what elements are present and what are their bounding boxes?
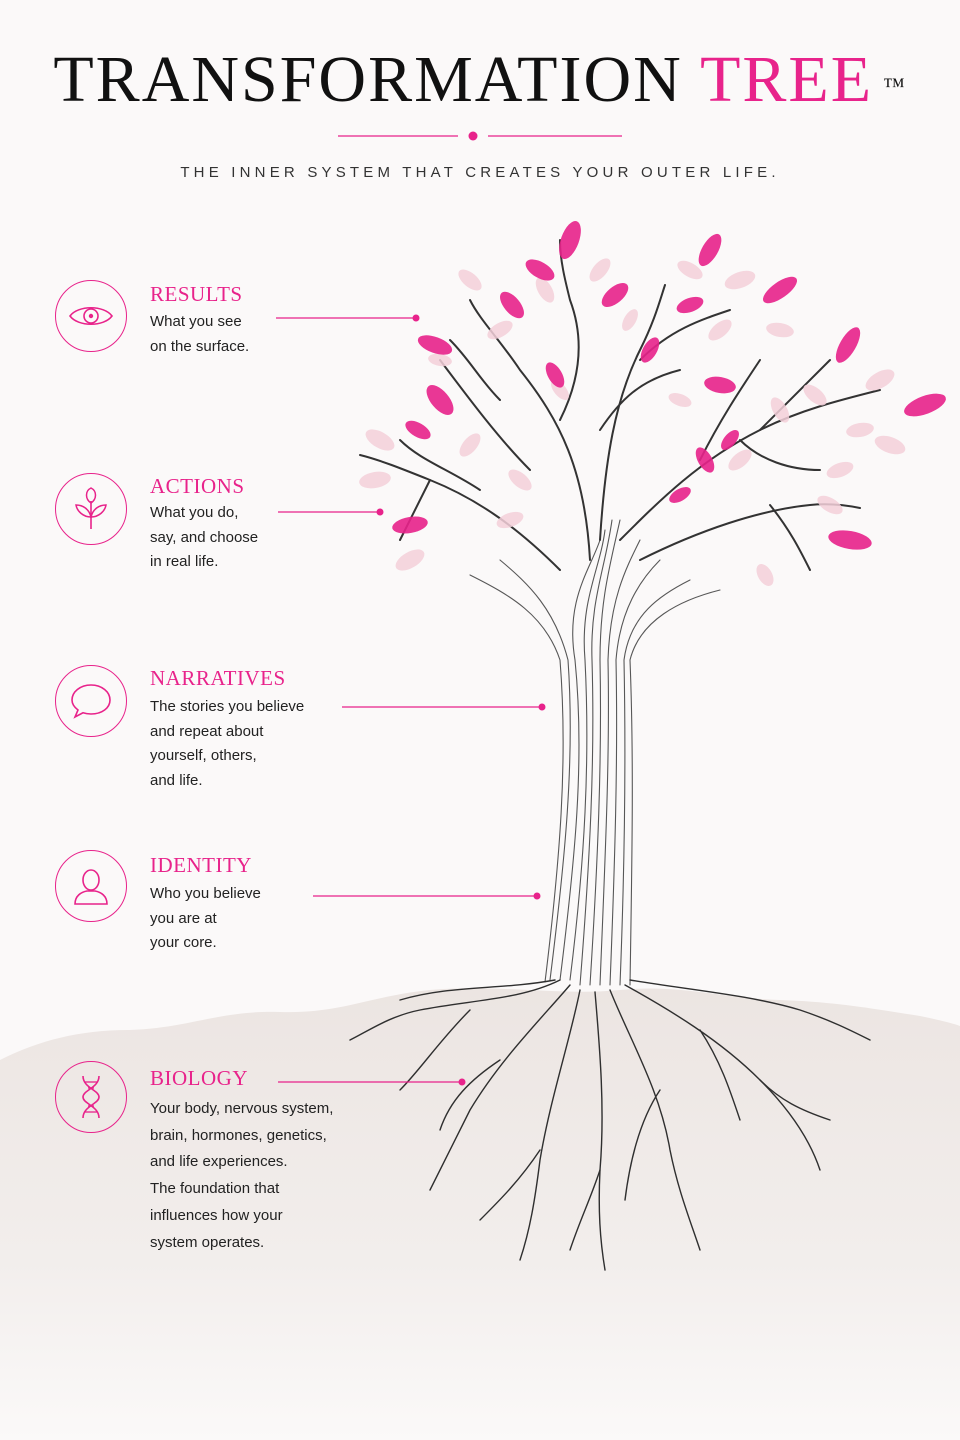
actions-icon-circle (55, 473, 127, 545)
biology-title: BIOLOGY (150, 1066, 248, 1090)
actions-title: ACTIONS (150, 474, 245, 498)
narratives-description: The stories you believe and repeat about… (150, 698, 305, 789)
trademark-symbol: ™ (883, 73, 907, 98)
results-icon-circle (55, 280, 127, 352)
title-divider (338, 131, 622, 141)
narratives-connector (342, 703, 546, 711)
actions-description: What you do, say, and choose in real lif… (150, 504, 259, 570)
eye-icon (69, 306, 113, 326)
identity-icon-circle (55, 850, 127, 922)
actions-connector (278, 508, 384, 516)
title-accent: TREE (700, 43, 874, 116)
identity-title: IDENTITY (150, 853, 252, 877)
subtitle: THE INNER SYSTEM THAT CREATES YOUR OUTER… (180, 164, 780, 181)
biology-connector (278, 1078, 466, 1086)
narratives-icon-circle (55, 665, 127, 737)
narratives-title: NARRATIVES (150, 666, 286, 690)
biology-icon-circle (55, 1061, 127, 1133)
sprout-icon (75, 487, 107, 529)
biology-description: Your body, nervous system, brain, hormon… (150, 1100, 334, 1251)
speech-bubble-icon (71, 684, 111, 719)
dna-icon (82, 1075, 100, 1119)
identity-connector (313, 892, 541, 900)
identity-description: Who you believe you are at your core. (150, 885, 261, 951)
results-description: What you see on the surface. (150, 313, 250, 355)
results-connector (276, 314, 420, 322)
results-title: RESULTS (150, 282, 243, 306)
person-icon (74, 869, 108, 905)
page-title: TRANSFORMATION TREE ™ (0, 40, 960, 120)
title-main: TRANSFORMATION (53, 43, 683, 116)
